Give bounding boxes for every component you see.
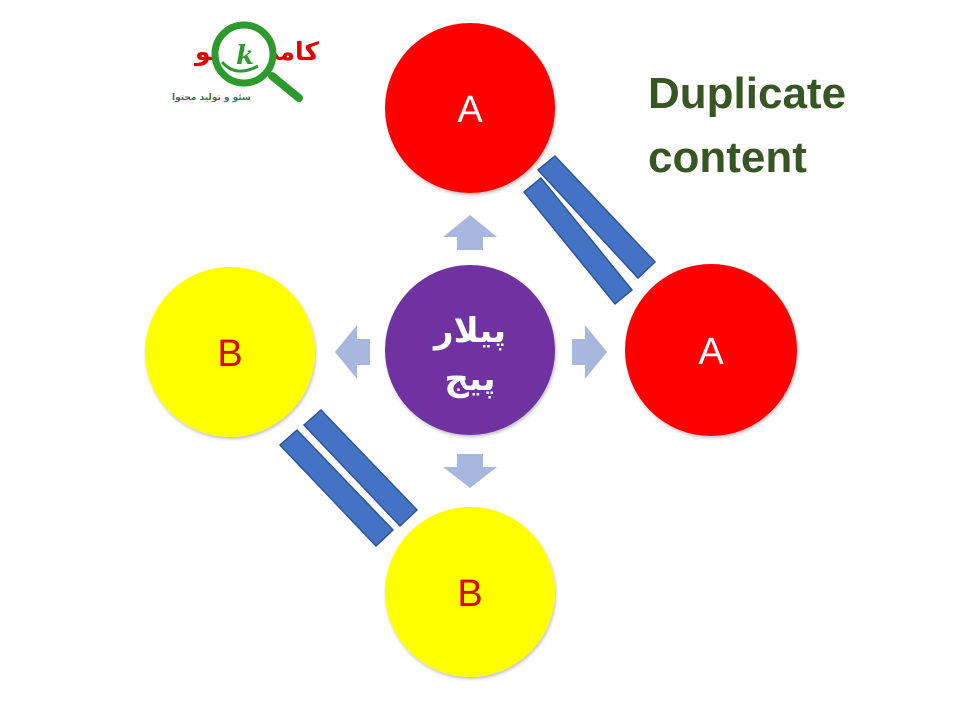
node-right-circle	[625, 264, 797, 436]
node-top-a: A	[385, 23, 555, 193]
title-line-1: Duplicate	[648, 69, 846, 118]
equal-sign-b	[278, 408, 419, 548]
direction-arrows	[335, 215, 607, 488]
magnifier-k-logo-icon: k	[211, 21, 303, 102]
center-label-line-1: پیلار	[432, 311, 506, 351]
center-label-line-2: پیج	[444, 359, 495, 399]
node-bottom-circle	[385, 507, 555, 677]
diagram-title: Duplicate content	[648, 69, 846, 182]
arrow-left-icon	[335, 325, 370, 379]
arrow-up-icon	[443, 215, 497, 250]
logo-letter: k	[236, 41, 254, 71]
brand-tagline: سئو و تولید محتوا	[172, 93, 251, 103]
node-top-label: A	[457, 89, 483, 131]
node-left-label: B	[217, 333, 242, 375]
node-bottom-label: B	[457, 573, 482, 615]
node-left-circle	[145, 267, 315, 437]
node-right-a: A	[625, 264, 797, 436]
node-right-label: A	[698, 331, 724, 373]
arrow-down-icon	[443, 454, 497, 488]
center-circle	[385, 265, 555, 435]
title-line-2: content	[648, 133, 807, 182]
equal-bar-a-1	[536, 154, 657, 280]
equal-sign-a	[522, 154, 657, 306]
center-pillar-page: پیلار پیج	[385, 265, 555, 435]
brand-logo: کامی سئو سئو و تولید محتوا k	[172, 21, 319, 103]
equal-bar-b-2	[278, 428, 395, 548]
equal-bar-b-1	[302, 408, 419, 528]
node-top-circle	[385, 23, 555, 193]
node-left-b: B	[145, 267, 315, 437]
equal-bar-a-2	[522, 176, 634, 306]
arrow-right-icon	[572, 325, 607, 379]
node-bottom-b: B	[385, 507, 555, 677]
